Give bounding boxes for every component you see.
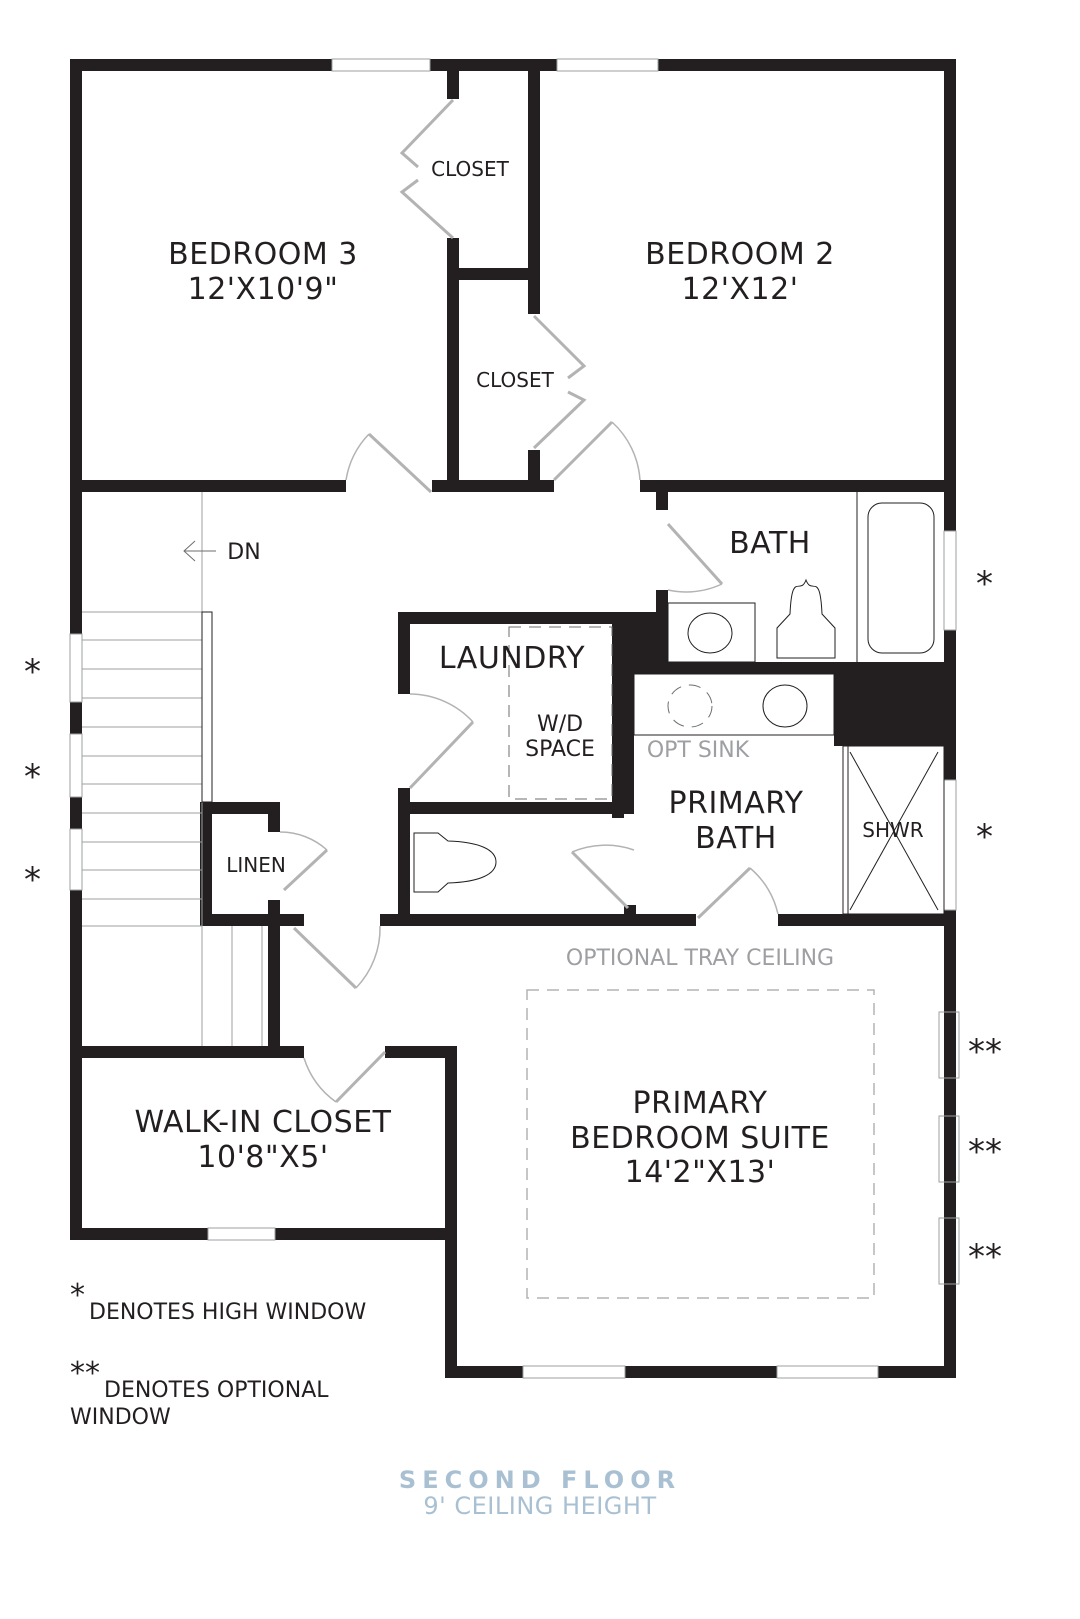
optional-window-marker: ** [968,1237,1002,1277]
wd-space-label: W/D SPACE [525,712,595,763]
opt-sink-label: OPT SINK [646,738,750,763]
closet-mid-label: CLOSET [476,368,554,392]
primary-bath-label: PRIMARY BATH [668,786,804,856]
primary-suite-size: 14'2"X13' [624,1155,776,1190]
high-window-marker: * [976,564,993,604]
legend-optional-window: **DENOTES OPTIONAL WINDOW [70,1350,329,1435]
walk-in-name: WALK-IN CLOSET [134,1105,392,1140]
doors [282,98,752,1104]
legend-optional-text-2: WINDOW [70,1405,171,1431]
dashed-outlines [508,626,875,1299]
legend-optional-text-1: DENOTES OPTIONAL [104,1378,329,1403]
optional-window-outlines [938,1011,960,1285]
door-swings [279,421,779,1103]
bedroom-2-label: BEDROOM 2 12'X12' [645,237,835,307]
stairs-dn-label: DN [227,540,261,565]
walk-in-size: 10'8"X5' [197,1139,329,1175]
shower-label: SHWR [862,818,924,842]
bedroom-2-name: BEDROOM 2 [645,237,835,272]
bedroom-3-label: BEDROOM 3 12'X10'9" [168,237,358,307]
walk-in-closet-label: WALK-IN CLOSET 10'8"X5' [134,1105,392,1175]
optional-window-marker: ** [968,1032,1002,1072]
wd-line-2: SPACE [525,737,595,763]
fixtures [82,492,945,1046]
laundry-label: LAUNDRY [438,641,586,676]
optional-window-marker: ** [968,1132,1002,1172]
closet-top-label: CLOSET [431,157,509,181]
primary-suite-line-1: PRIMARY [632,1086,768,1121]
bath-label: BATH [729,526,811,561]
legend-high-text: DENOTES HIGH WINDOW [89,1300,367,1325]
high-window-marker: * [976,817,993,857]
bedroom-3-name: BEDROOM 3 [168,237,358,272]
tray-ceiling-label: OPTIONAL TRAY CEILING [565,946,835,971]
linen-label: LINEN [226,853,286,877]
legend-high-window: *DENOTES HIGH WINDOW [70,1272,366,1330]
legend-optional-symbol: ** [70,1356,100,1391]
high-window-marker: * [24,652,41,692]
high-window-marker: * [24,860,41,900]
bedroom-3-size: 12'X10'9" [187,271,339,307]
primary-suite-label: PRIMARY BEDROOM SUITE 14'2"X13' [570,1086,830,1191]
wd-line-1: W/D [536,712,584,737]
primary-bath-line-1: PRIMARY [668,786,804,821]
legend-high-symbol: * [70,1278,85,1313]
ceiling-height: 9' CEILING HEIGHT [423,1492,657,1520]
primary-bath-line-2: BATH [695,820,777,856]
high-window-marker: * [24,757,41,797]
primary-suite-line-2: BEDROOM SUITE [570,1120,830,1156]
floor-title: SECOND FLOOR [398,1466,682,1494]
bedroom-2-size: 12'X12' [681,271,799,307]
walls [70,59,956,1378]
